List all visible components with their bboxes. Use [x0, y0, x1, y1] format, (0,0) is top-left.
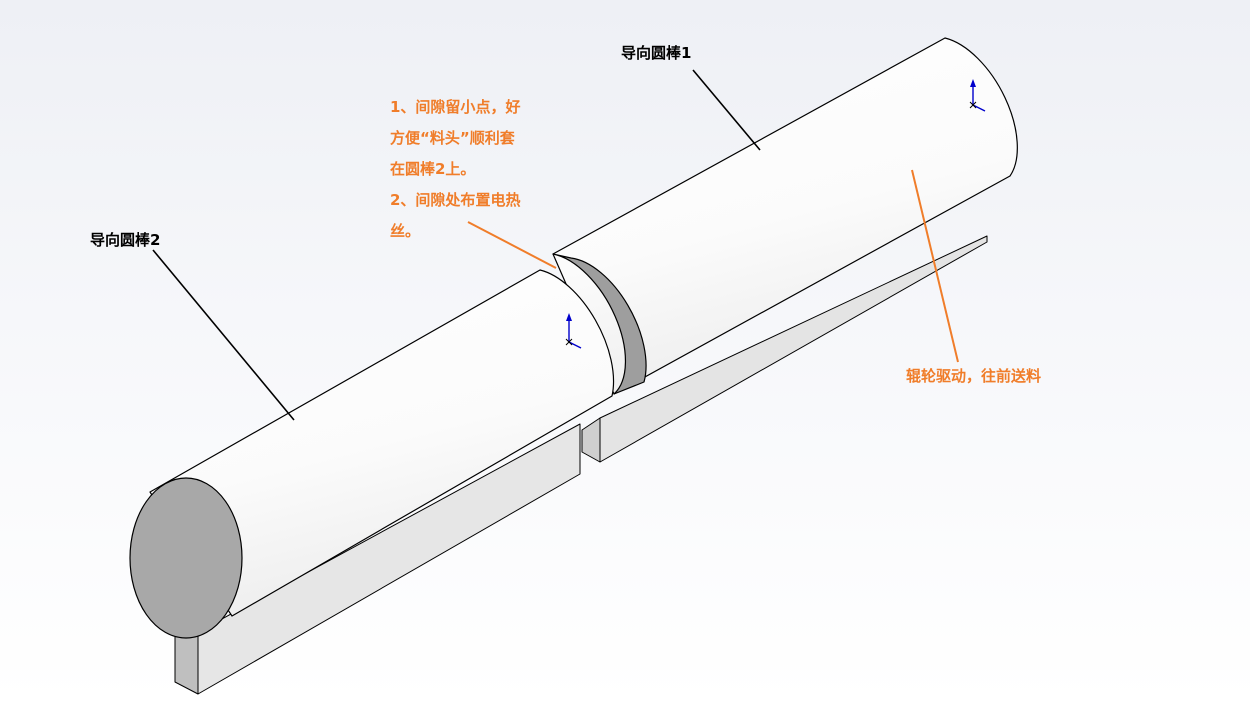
- label-guide-rod-2: 导向圆棒2: [90, 231, 161, 249]
- guide-rod-1-body: [552, 37, 1018, 395]
- label-roller-drive: 辊轮驱动，往前送料: [906, 367, 1042, 385]
- gap-note-line-2: 方便“料头”顺利套: [390, 129, 515, 147]
- guide-rod-2: [129, 269, 615, 639]
- coordinate-triad-icon: [969, 79, 986, 112]
- gap-note-line-4: 2、间隙处布置电热: [390, 191, 521, 209]
- label-guide-rod-1: 导向圆棒1: [621, 44, 692, 62]
- support-bar-1: [581, 235, 988, 463]
- support-bar-1-end: [581, 417, 601, 463]
- gap-note-line-5: 丝。: [390, 222, 421, 240]
- leader-line-rod2: [152, 249, 295, 421]
- coordinate-triad-icon: [565, 313, 582, 349]
- guide-rod-2-body: [149, 269, 615, 617]
- leader-line-gap: [467, 221, 557, 269]
- gap-ring: [552, 253, 647, 395]
- gap-note: 1、间隙留小点，好 方便“料头”顺利套 在圆棒2上。 2、间隙处布置电热 丝。: [390, 92, 520, 247]
- gap-note-line-3: 在圆棒2上。: [390, 160, 476, 178]
- leader-line-rod1: [692, 69, 761, 151]
- guide-rod-2-end-cap: [129, 477, 243, 639]
- leader-line-roller: [911, 169, 959, 363]
- gap-note-line-1: 1、间隙留小点，好: [390, 98, 521, 116]
- guide-rod-1: [552, 37, 1018, 395]
- support-bar-2: [174, 423, 581, 695]
